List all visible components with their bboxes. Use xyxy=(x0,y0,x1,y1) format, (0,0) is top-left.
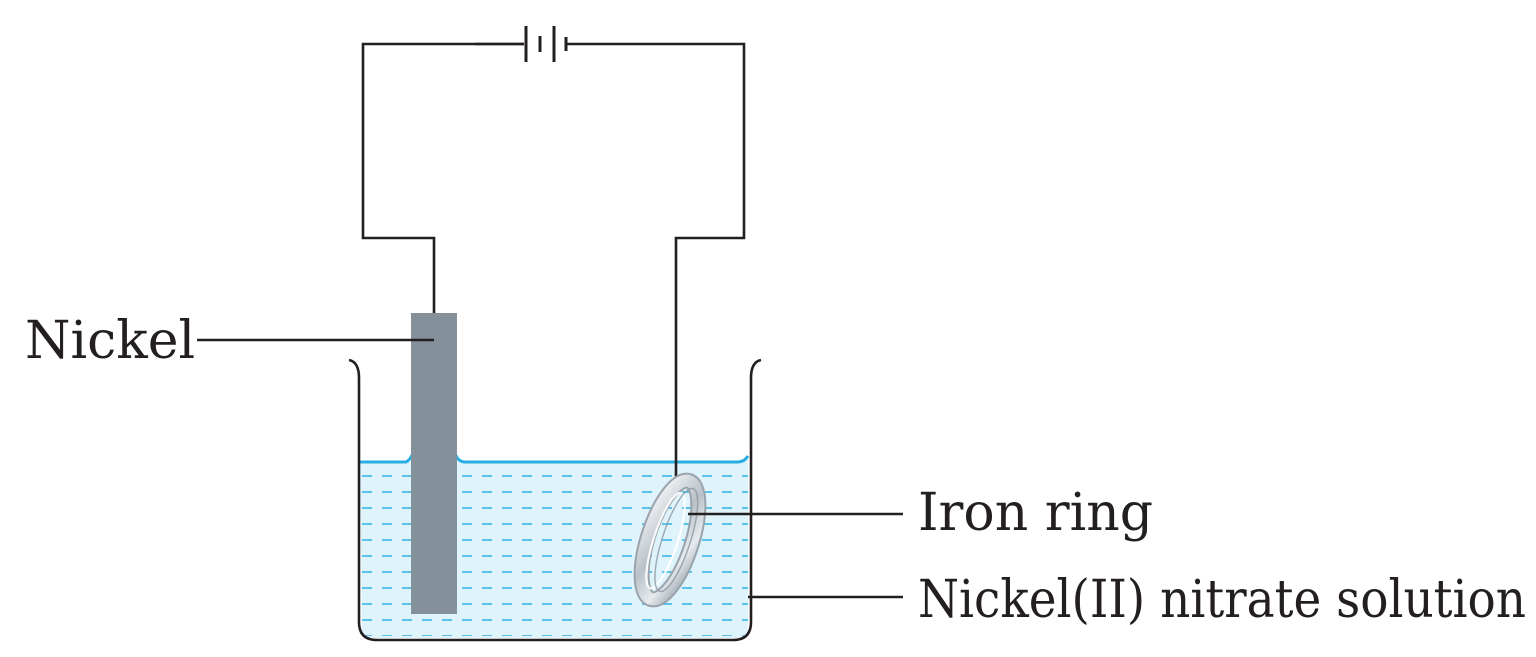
battery-icon xyxy=(475,26,568,62)
solution-label: Nickel(II) nitrate solution xyxy=(918,570,1526,630)
beaker xyxy=(348,358,762,642)
iron-ring-label: Iron ring xyxy=(918,483,1153,543)
circuit-wire xyxy=(361,42,746,478)
iron-ring xyxy=(633,472,707,608)
nickel-electrode xyxy=(411,313,457,614)
nickel-label: Nickel xyxy=(25,311,195,371)
